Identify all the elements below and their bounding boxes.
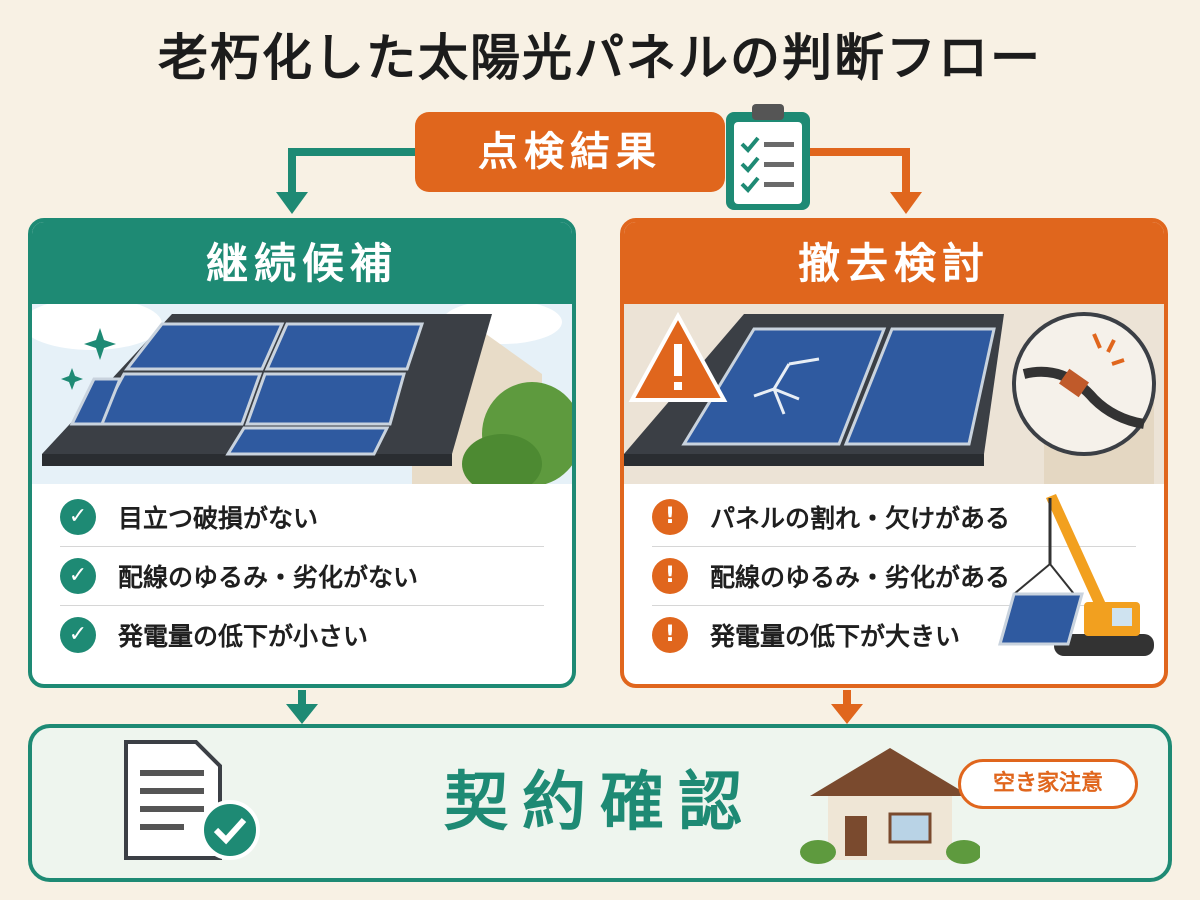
keep-candidate-panel: 継続候補 ✓ 目立つ破損がない ✓ 配線のゆるみ・劣化がない <box>28 218 576 688</box>
criterion-text: パネルの割れ・欠けがある <box>710 504 1011 533</box>
contract-confirmation-label: 契約確認 <box>444 766 756 840</box>
criterion-text: 目立つ破損がない <box>118 504 319 533</box>
arrow-to-remove <box>805 148 910 198</box>
criterion-text: 発電量の低下が大きい <box>710 622 961 651</box>
intact-solar-roof-illustration <box>32 304 572 484</box>
crane-icon <box>998 494 1154 656</box>
criterion-text: 配線のゆるみ・劣化がある <box>710 563 1011 592</box>
list-item: ✓ 配線のゆるみ・劣化がない <box>60 547 544 606</box>
vacant-house-warning-bubble: 空き家注意 <box>958 759 1138 809</box>
list-item: ! 配線のゆるみ・劣化がある <box>652 547 1136 606</box>
inspection-result-label: 点検結果 <box>415 112 725 192</box>
page-title: 老朽化した太陽光パネルの判断フロー <box>158 29 1042 87</box>
document-check-icon <box>124 740 260 860</box>
arrow-head-keep-down <box>286 704 318 724</box>
arrow-head-keep <box>276 192 308 214</box>
arrow-keep-down <box>298 690 306 708</box>
removal-criteria-list: ! パネルの割れ・欠けがある ! 配線のゆるみ・劣化がある ! 発電量の低下が大… <box>624 488 1164 664</box>
arrow-head-remove <box>890 192 922 214</box>
arrow-to-keep <box>288 148 415 198</box>
arrow-remove-down <box>843 690 851 708</box>
exclamation-circle-icon: ! <box>652 617 688 653</box>
list-item: ! パネルの割れ・欠けがある <box>652 488 1136 547</box>
criterion-text: 配線のゆるみ・劣化がない <box>118 563 419 592</box>
removal-consideration-heading: 撤去検討 <box>624 222 1164 304</box>
keep-criteria-list: ✓ 目立つ破損がない ✓ 配線のゆるみ・劣化がない ✓ 発電量の低下が小さい <box>32 488 572 664</box>
warning-icon <box>628 311 728 402</box>
house-icon <box>800 748 980 864</box>
list-item: ✓ 目立つ破損がない <box>60 488 544 547</box>
removal-consideration-panel: 撤去検討 ! パネルの割れ・欠けがある ! 配線のゆ <box>620 218 1168 688</box>
check-circle-icon: ✓ <box>60 617 96 653</box>
check-circle-icon: ✓ <box>60 558 96 594</box>
damaged-solar-roof-illustration <box>624 304 1164 484</box>
exclamation-circle-icon: ! <box>652 558 688 594</box>
list-item: ! 発電量の低下が大きい <box>652 606 1136 664</box>
sparkle-icon <box>61 328 116 390</box>
criterion-text: 発電量の低下が小さい <box>118 622 369 651</box>
keep-candidate-heading: 継続候補 <box>32 222 572 304</box>
exclamation-circle-icon: ! <box>652 499 688 535</box>
check-circle-icon: ✓ <box>60 499 96 535</box>
arrow-head-remove-down <box>831 704 863 724</box>
list-item: ✓ 発電量の低下が小さい <box>60 606 544 664</box>
clipboard-icon <box>726 104 810 210</box>
